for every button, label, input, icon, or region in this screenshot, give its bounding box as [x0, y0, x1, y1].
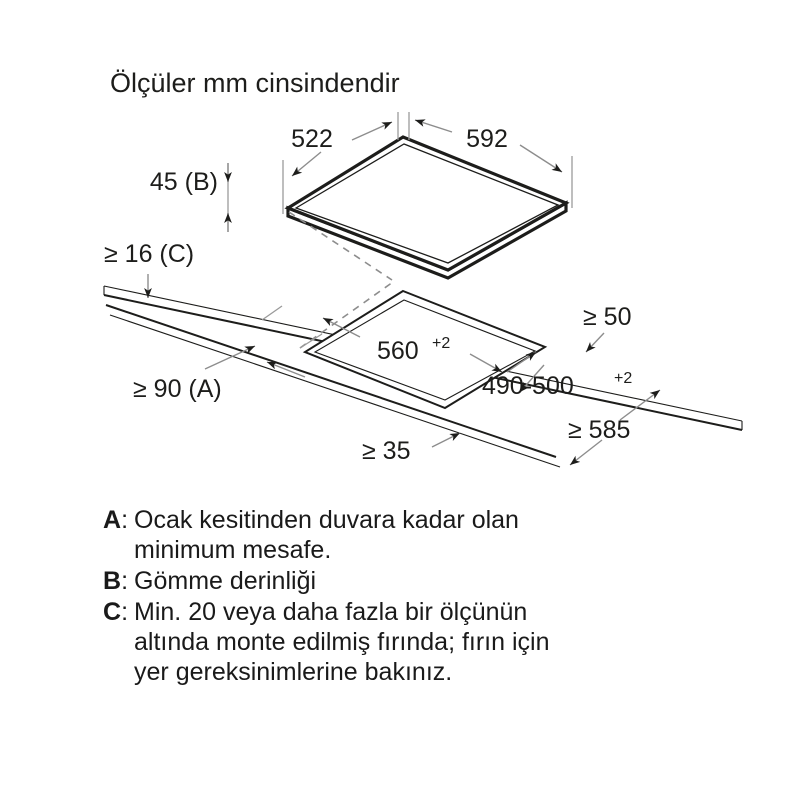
dim-490-500-label: 490-500: [482, 372, 574, 400]
dim-560-label: 560: [377, 337, 419, 365]
projection-line-2: [299, 281, 394, 349]
dim-45-B: 45 (B): [150, 163, 232, 232]
legend-item-c: C: Min. 20 veya daha fazla bir ölçünün a…: [103, 597, 743, 687]
dim-585-label: ≥ 585: [568, 416, 630, 444]
legend-text-a-line2: minimum mesafe.: [134, 536, 332, 564]
dim-90-A-label: ≥ 90 (A): [133, 375, 222, 403]
legend-text-c: Min. 20 veya daha fazla bir ölçünün altı…: [134, 597, 549, 687]
dim-522-label: 522: [291, 125, 333, 153]
legend-key-a: A: [103, 506, 122, 534]
legend-text-b: Gömme derinliği: [134, 566, 316, 596]
dim-50-label: ≥ 50: [583, 303, 631, 331]
legend-text-a: Ocak kesitinden duvara kadar olan minimu…: [134, 505, 519, 565]
legend-separator-b: :: [121, 567, 129, 595]
dim-35-label: ≥ 35: [362, 437, 410, 465]
legend-text-c-line3: yer gereksinimlerine bakınız.: [134, 658, 453, 686]
legend-item-a: A: Ocak kesitinden duvara kadar olan min…: [103, 505, 743, 565]
legend-separator-a: :: [121, 506, 129, 534]
dim-522: 522: [282, 112, 399, 214]
dim-560: 560 +2: [322, 317, 503, 373]
diagram-title: Ölçüler mm cinsindendir: [110, 68, 400, 98]
dim-490-500: 490-500 +2: [482, 351, 632, 400]
dim-490-500-tolerance: +2: [614, 370, 632, 387]
legend-item-b: B: Gömme derinliği: [103, 566, 743, 596]
legend-text-b-line1: Gömme derinliği: [134, 567, 317, 595]
worktop-cutout: [302, 289, 548, 410]
legend-text-c-line1: Min. 20 veya daha fazla bir ölçünün: [134, 598, 528, 626]
legend-separator-c: :: [121, 598, 129, 626]
legend-key-b: B: [103, 567, 122, 595]
dim-16-C-label: ≥ 16 (C): [104, 240, 194, 268]
legend-block: A: Ocak kesitinden duvara kadar olan min…: [103, 505, 743, 688]
dim-592-label: 592: [466, 125, 508, 153]
dim-16-C: ≥ 16 (C): [104, 240, 194, 298]
dim-585: ≥ 585: [568, 389, 661, 466]
dim-45-B-label: 45 (B): [150, 168, 218, 196]
dim-90-A: ≥ 90 (A): [133, 305, 323, 403]
cooktop-body: [284, 135, 570, 280]
legend-text-c-line2: altında monte edilmiş fırında; fırın içi…: [134, 628, 550, 656]
legend-key-c: C: [103, 598, 122, 626]
legend-text-a-line1: Ocak kesitinden duvara kadar olan: [134, 506, 519, 534]
dim-50: ≥ 50: [583, 303, 631, 353]
dim-560-tolerance: +2: [432, 335, 450, 352]
dim-592: 592: [408, 112, 573, 208]
dim-35: ≥ 35: [362, 432, 461, 465]
